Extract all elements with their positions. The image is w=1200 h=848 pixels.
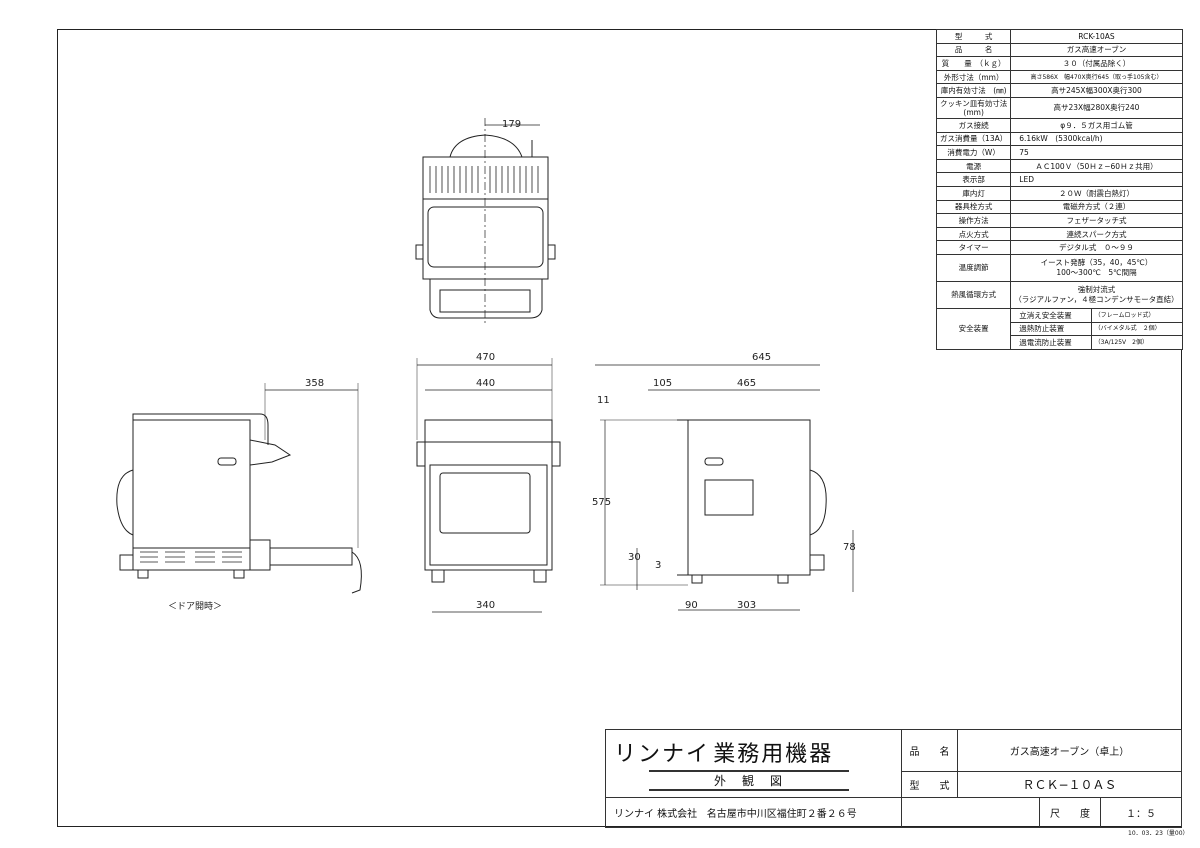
spec-value: 6.16kW (5300kcal/h) <box>1010 131 1183 147</box>
spec-value: 連続スパーク方式 <box>1010 226 1183 242</box>
spec-value: イースト発酵（35，40，45℃） <box>1040 257 1153 267</box>
scale-label: 尺 度 <box>1039 797 1101 828</box>
spec-value: ２０Ｗ（耐震白熱灯） <box>1010 185 1183 201</box>
spec-value: RCK-10AS <box>1010 29 1183 44</box>
spec-label: 庫内灯 <box>935 185 1012 201</box>
safety-name: 過電流防止装置 <box>1010 335 1092 350</box>
spec-value: LED <box>1010 172 1183 187</box>
spec-label: 安全装置 <box>935 307 1012 350</box>
dim-right-11: 11 <box>597 395 610 406</box>
spec-value-2: （ラジアルファン，４極コンデンサモータ直結） <box>1014 294 1179 304</box>
spec-value: 強制対流式 <box>1077 284 1116 294</box>
dim-right-3: 3 <box>655 560 661 571</box>
spec-value: ガス高速オーブン <box>1010 42 1183 58</box>
dim-right-465: 465 <box>737 378 756 389</box>
dim-side-358: 358 <box>305 378 324 389</box>
drawing-type: 外 観 図 <box>649 770 849 791</box>
spec-label: 操作方法 <box>935 213 1012 228</box>
dim-right-303: 303 <box>737 600 756 611</box>
safety-note: （バイメタル式 ２個） <box>1090 321 1183 337</box>
dim-front-340: 340 <box>476 600 495 611</box>
top-view <box>415 118 556 325</box>
model-value: ＲＣＫ−１０ＡＳ <box>957 771 1182 798</box>
dim-right-78: 78 <box>843 542 856 553</box>
spec-value: φ９．５ガス用ゴム管 <box>1010 117 1183 133</box>
door-open-label: ＜ドア開時＞ <box>168 601 222 612</box>
name-value: ガス高速オーブン（卓上） <box>957 729 1182 772</box>
spec-label: 外形寸法（mm） <box>935 69 1012 85</box>
spec-value: デジタル式 ０〜９９ <box>1010 240 1183 255</box>
dim-front-440: 440 <box>476 378 495 389</box>
safety-name: 立消え安全装置 <box>1010 307 1092 323</box>
dim-right-105: 105 <box>653 378 672 389</box>
title-block: リンナイ 業務用機器 外 観 図 品 名 ガス高速オーブン（卓上） 型 式 ＲＣ… <box>605 729 1182 828</box>
spec-label: 消費電力（W） <box>935 145 1012 160</box>
spec-label: ガス接続 <box>935 117 1012 133</box>
safety-note: （フレームロッド式） <box>1090 307 1183 323</box>
spec-sublabel: (mm) <box>963 107 984 117</box>
division-title: 業務用機器 <box>713 742 834 767</box>
safety-name: 過熱防止装置 <box>1010 321 1092 337</box>
model-label: 型 式 <box>901 771 958 798</box>
spec-value: ３０（付属品除く） <box>1010 56 1183 71</box>
date-stamp: 10．03．23（量00） <box>1128 830 1189 837</box>
spec-label: 点火方式 <box>935 226 1012 242</box>
spec-value: 高さ586X 幅470X奥行645（取っ手105含む） <box>1010 69 1183 85</box>
spec-label: 温度調節 <box>935 253 1012 282</box>
spec-label: 質 量 （ｋｇ） <box>935 56 1012 71</box>
spec-value: 電磁弁方式（２連） <box>1010 199 1183 215</box>
spec-value: 高サ23X幅280X奥行240 <box>1010 96 1183 119</box>
brand-logo: リンナイ <box>614 742 711 767</box>
side-view-door-open <box>116 383 362 594</box>
spec-label: 表示部 <box>935 172 1012 187</box>
dim-right-90: 90 <box>685 600 698 611</box>
spec-label: 器具栓方式 <box>935 199 1012 215</box>
spec-label: クッキン皿有効寸法 <box>940 98 1008 108</box>
spec-value-2: 100〜300℃ 5℃間隔 <box>1056 267 1137 277</box>
spec-label: ガス消費量（13A） <box>935 131 1012 147</box>
spec-value: フェザータッチ式 <box>1010 213 1183 228</box>
spec-label: 品 名 <box>935 42 1012 58</box>
spec-label: 庫内有効寸法 (㎜) <box>935 83 1012 98</box>
spec-label: 熱風循環方式 <box>935 280 1012 309</box>
name-label: 品 名 <box>901 729 958 772</box>
spec-value: 75 <box>1010 145 1183 160</box>
company-name: リンナイ 株式会社 <box>614 809 698 820</box>
dim-top-179: 179 <box>502 119 521 130</box>
safety-note: （3A/125V 2個） <box>1090 335 1183 350</box>
spec-value: ＡＣ100Ｖ（50Ｈｚ−60Ｈｚ共用） <box>1010 158 1183 174</box>
right-side-view <box>595 364 854 611</box>
dim-right-30: 30 <box>628 552 641 563</box>
spec-label: 電源 <box>935 158 1012 174</box>
dim-right-575: 575 <box>592 497 611 508</box>
spec-value: 高サ245X幅300X奥行300 <box>1010 83 1183 98</box>
dim-right-645: 645 <box>752 352 771 363</box>
front-view <box>416 358 561 613</box>
dim-front-470: 470 <box>476 352 495 363</box>
scale-value: １：５ <box>1100 797 1182 828</box>
spec-label: 型 式 <box>935 29 1012 44</box>
spec-label: タイマー <box>935 240 1012 255</box>
company-address: 名古屋市中川区福住町２番２６号 <box>706 809 857 820</box>
